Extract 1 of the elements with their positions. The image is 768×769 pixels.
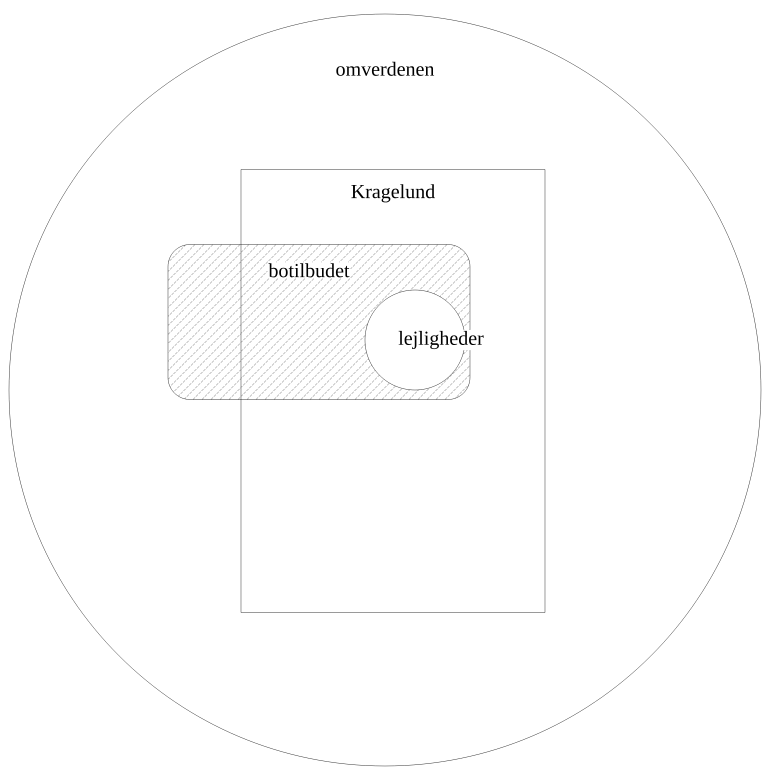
circle-region: lejligheder: [364, 290, 485, 390]
